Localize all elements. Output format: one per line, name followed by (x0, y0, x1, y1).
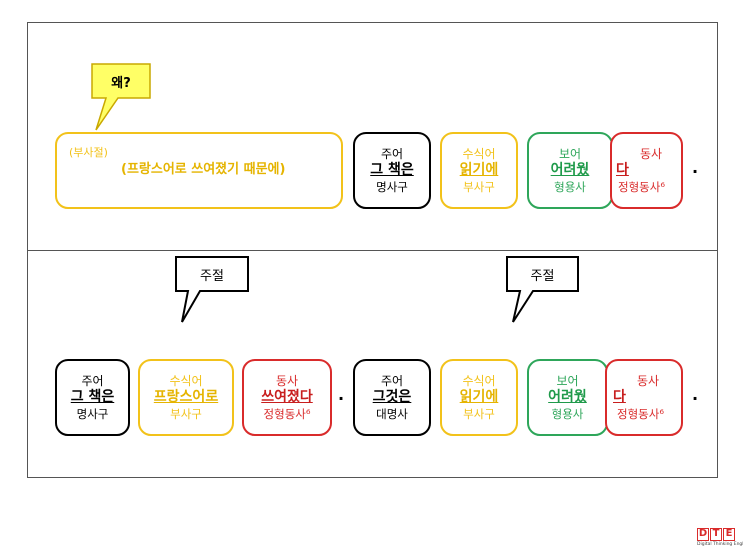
bottom-period-2: . (692, 385, 699, 404)
top-complement-pos: 형용사 (554, 179, 586, 194)
c1-verb-box: 동사 쓰여졌다 정형동사⁶ (242, 359, 332, 436)
c1-modifier-box: 수식어 프랑스어로 부사구 (138, 359, 234, 436)
c1-subject-box: 주어 그 책은 명사구 (55, 359, 130, 436)
why-callout-shape (91, 63, 151, 131)
c1-verb-role: 동사 (275, 374, 299, 389)
adverbial-clause-label: (부사절) (69, 146, 108, 159)
top-verb-box: 동사 다 정형동사⁶ (610, 132, 683, 209)
c2-complement-pos: 형용사 (551, 406, 584, 421)
adverbial-clause-box: (부사절) (프랑스어로 쓰여졌기 때문에) (55, 132, 343, 209)
c1-modifier-role: 수식어 (169, 374, 203, 389)
logo-letter-t: T (710, 528, 722, 541)
c1-subject-role: 주어 (81, 374, 104, 389)
c2-complement-role: 보어 (556, 374, 579, 389)
c1-verb-pos: 정형동사⁶ (263, 406, 311, 421)
top-complement-role: 보어 (558, 147, 582, 162)
c1-modifier-word: 프랑스어로 (153, 389, 219, 406)
c2-verb-word: 다 (613, 389, 626, 406)
c1-subject-pos: 명사구 (76, 406, 109, 421)
c2-subject-role: 주어 (380, 374, 404, 389)
c2-complement-box: 보어 어려웠 형용사 (527, 359, 608, 436)
top-verb-role: 동사 (640, 147, 663, 162)
main-clause-callout-left-text: 주절 (200, 269, 224, 284)
c1-subject-word: 그 책은 (70, 389, 115, 406)
logo-letter-d: D (697, 528, 709, 541)
adverbial-clause-text: (프랑스어로 쓰여졌기 때문에) (121, 161, 286, 177)
top-modifier-pos: 부사구 (463, 179, 495, 194)
c2-verb-role: 동사 (637, 374, 660, 389)
c2-subject-pos: 대명사 (376, 406, 408, 421)
c1-modifier-pos: 부사구 (170, 406, 202, 421)
c2-subject-word: 그것은 (372, 389, 412, 406)
c2-modifier-role: 수식어 (462, 374, 496, 389)
c1-verb-word: 쓰여졌다 (261, 389, 313, 406)
top-period: . (692, 158, 699, 177)
logo-letter-e: E (723, 528, 735, 541)
top-complement-box: 보어 어려웠 형용사 (527, 132, 613, 209)
main-clause-callout-left-shape (175, 256, 249, 323)
top-subject-pos: 명사구 (376, 179, 408, 194)
top-modifier-word: 읽기에 (459, 162, 499, 179)
main-clause-callout-right-shape (506, 256, 579, 323)
c2-verb-box: 동사 다 정형동사⁶ (605, 359, 683, 436)
c2-modifier-word: 읽기에 (459, 389, 499, 406)
top-subject-word: 그 책은 (370, 162, 414, 179)
top-modifier-box: 수식어 읽기에 부사구 (440, 132, 518, 209)
c2-modifier-pos: 부사구 (463, 406, 495, 421)
top-complement-word: 어려웠 (550, 162, 590, 179)
c2-subject-box: 주어 그것은 대명사 (353, 359, 431, 436)
c2-verb-pos: 정형동사⁶ (617, 406, 664, 421)
bottom-period-1: . (338, 385, 345, 404)
logo-caption: Digital Thinking English (697, 542, 743, 547)
top-modifier-role: 수식어 (462, 147, 496, 162)
dte-logo: D T E Digital Thinking English (697, 528, 743, 547)
c2-modifier-box: 수식어 읽기에 부사구 (440, 359, 518, 436)
c2-complement-word: 어려웠 (548, 389, 587, 406)
top-verb-pos: 정형동사⁶ (618, 179, 665, 194)
top-subject-role: 주어 (380, 147, 404, 162)
top-verb-word: 다 (616, 162, 629, 179)
main-clause-callout-right-text: 주절 (530, 269, 555, 284)
why-callout-text: 왜? (111, 76, 131, 91)
top-subject-box: 주어 그 책은 명사구 (353, 132, 431, 209)
